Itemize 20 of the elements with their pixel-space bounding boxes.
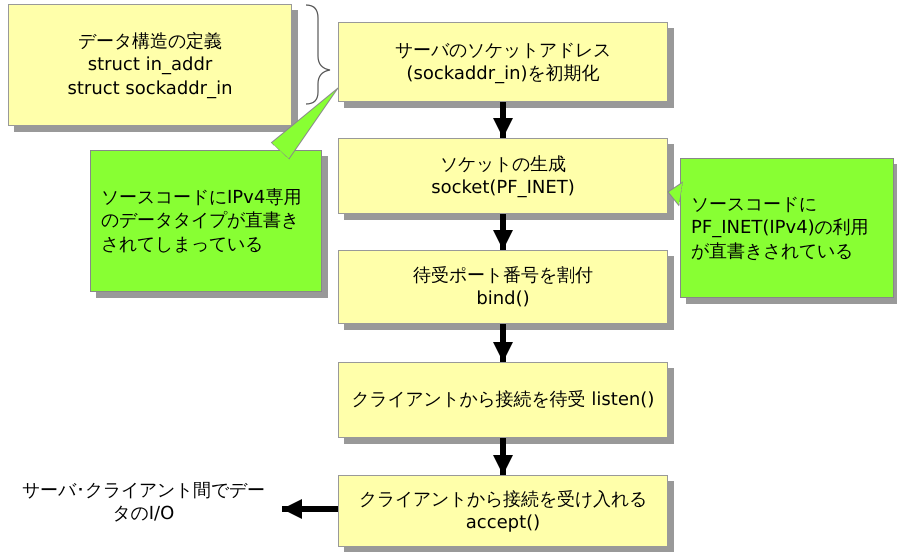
node-text: ソースコードにIPv4専用のデータタイプが直書きされてしまっている [101,186,302,256]
node-text: struct in_addr [88,53,212,77]
node-text: サーバ･クライアント間でデータのI/O [21,478,266,526]
arrow [493,102,513,138]
node-text: サーバのソケットアドレス(sockaddr_in)を初期化 [394,38,612,86]
callout-pointer [270,88,338,160]
node-text: データ構造の定義 [78,30,222,54]
arrow [282,499,338,519]
node-text: ソケットの生成 [440,152,566,176]
node-text: クライアントから接続を待受 listen() [352,388,654,412]
arrow [493,214,513,250]
node-text: struct sockaddr_in [67,76,232,100]
node-text: クライアントから接続を受け入れる accept() [358,488,648,534]
node-text: ソースコードにPF_INET(IPv4)の利用が直書きされている [691,192,870,264]
node-text: bind() [476,287,530,310]
arrow [493,438,513,475]
arrow [493,324,513,362]
callout-pointer [668,182,684,206]
node-text: 待受ポート番号を割付 [413,264,593,287]
node-text: socket(PF_INET) [431,176,575,200]
